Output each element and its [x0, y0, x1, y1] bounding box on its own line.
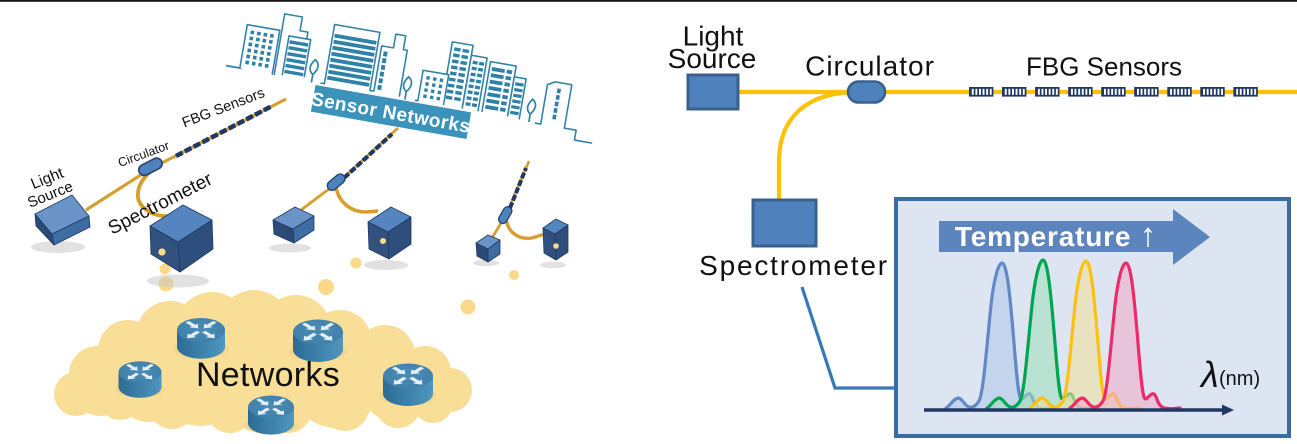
- svg-text:λ: λ: [1199, 354, 1219, 395]
- svg-text:Spectrometer: Spectrometer: [699, 250, 889, 281]
- svg-text:Temperature ↑: Temperature ↑: [955, 216, 1157, 253]
- svg-text:Source: Source: [668, 43, 757, 74]
- svg-text:Networks: Networks: [196, 356, 340, 394]
- svg-text:(nm): (nm): [1219, 368, 1260, 390]
- svg-text:FBG Sensors: FBG Sensors: [1026, 52, 1182, 82]
- svg-text:Light: Light: [683, 21, 744, 52]
- svg-text:Circulator: Circulator: [805, 51, 935, 82]
